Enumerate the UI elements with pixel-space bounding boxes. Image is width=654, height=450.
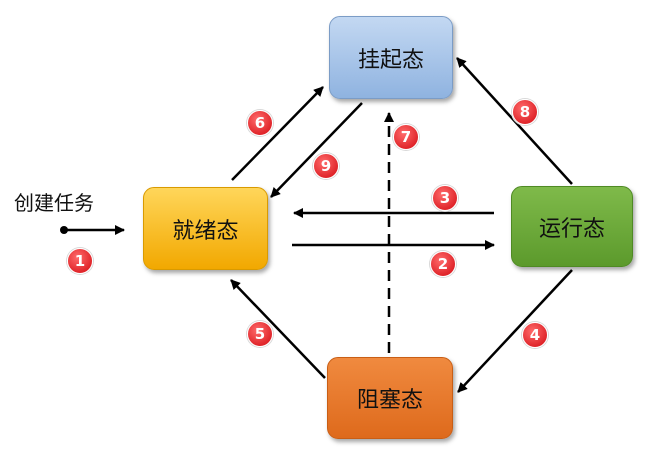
arrow-ready-to-suspended: [231, 86, 324, 181]
transition-badge-7: 7: [393, 124, 419, 150]
state-running-label: 运行态: [538, 216, 605, 242]
arrow-running-to-suspended: [456, 57, 573, 185]
transition-badge-3: 3: [432, 185, 458, 211]
transition-badge-8: 8: [512, 99, 538, 125]
state-suspended: 挂起态: [329, 16, 453, 99]
transition-badge-5: 5: [247, 321, 273, 347]
arrow-suspended-to-ready: [270, 102, 363, 198]
state-suspended-label: 挂起态: [357, 47, 424, 73]
state-blocked-label: 阻塞态: [356, 388, 423, 413]
arrow-blocked-to-ready: [230, 279, 326, 379]
state-ready-label: 就绪态: [172, 218, 239, 244]
transition-badge-6: 6: [247, 110, 273, 136]
state-ready: 就绪态: [143, 187, 268, 270]
transition-badge-4: 4: [522, 322, 548, 348]
transition-badge-2: 2: [430, 251, 456, 277]
arrow-running-to-blocked: [457, 269, 573, 393]
transition-badge-1: 1: [67, 248, 93, 274]
transition-badge-9: 9: [313, 153, 339, 179]
create-task-label: 创建任务: [14, 191, 94, 215]
state-running: 运行态: [511, 186, 633, 267]
state-blocked: 阻塞态: [327, 357, 453, 439]
